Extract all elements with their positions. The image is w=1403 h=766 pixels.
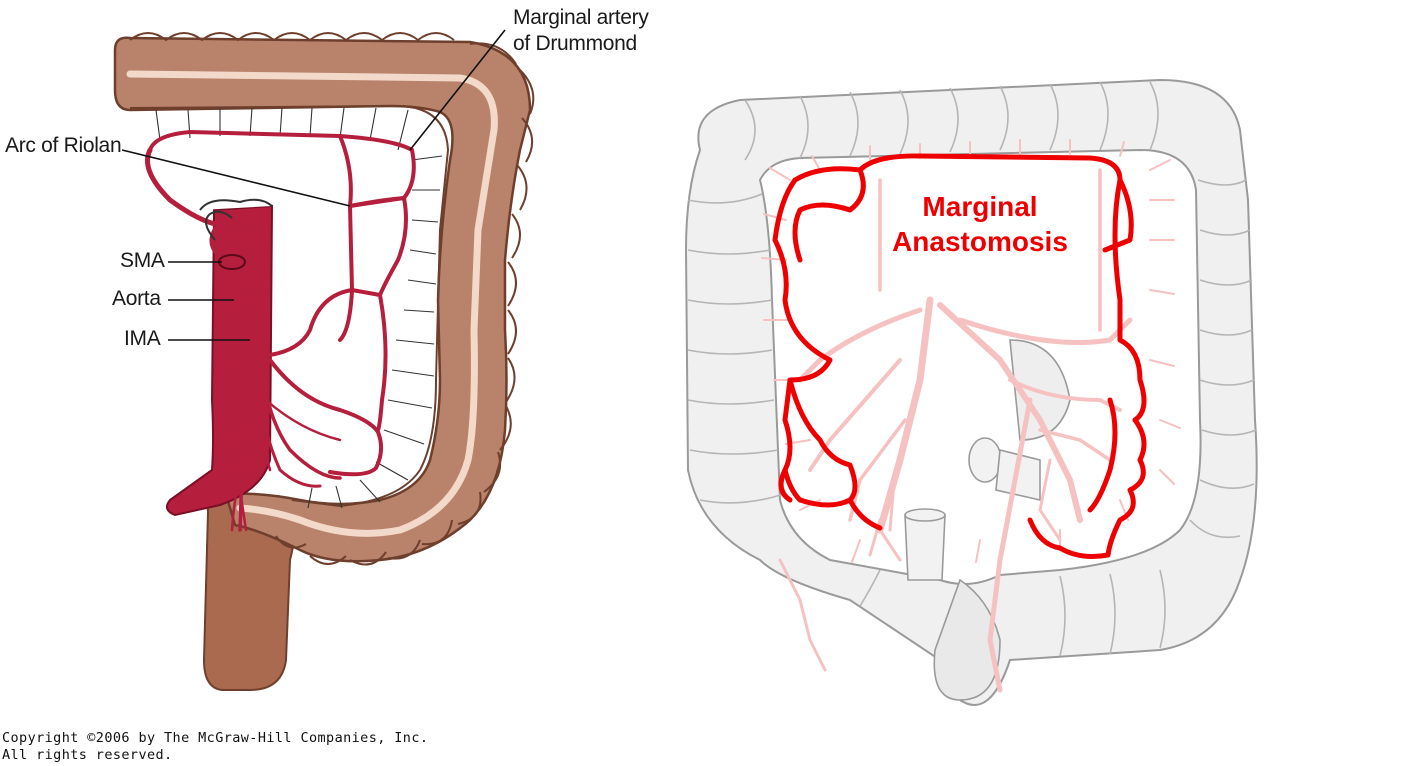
label-anastomosis: Anastomosis [892, 226, 1068, 257]
leader-lines [121, 29, 506, 341]
colon-haustra-right [687, 81, 1257, 657]
label-marginal-artery-line2: of Drummond [513, 32, 637, 55]
label-marginal-artery-line1: Marginal artery [513, 6, 649, 29]
copyright-line-1: Copyright ©2006 by The McGraw-Hill Compa… [2, 730, 429, 746]
copyright-notice: Copyright ©2006 by The McGraw-Hill Compa… [2, 730, 428, 764]
colon-frame-inner [758, 148, 1202, 585]
right-colon-illustration [684, 78, 1258, 706]
label-marginal: Marginal [922, 191, 1038, 222]
colon-mucosa-stripe [126, 70, 498, 537]
copyright-line-2: All rights reserved. [2, 747, 173, 763]
label-sma: SMA [120, 249, 165, 272]
colon-haustra [129, 32, 535, 566]
label-ima: IMA [124, 327, 161, 350]
artery-network [145, 130, 416, 532]
left-colon-illustration [113, 29, 535, 691]
marginal-arcade [772, 153, 1147, 559]
vasa-recta [155, 107, 443, 509]
label-aorta: Aorta [112, 287, 161, 310]
aorta [165, 204, 274, 517]
label-arc-of-riolan: Arc of Riolan [5, 134, 122, 157]
